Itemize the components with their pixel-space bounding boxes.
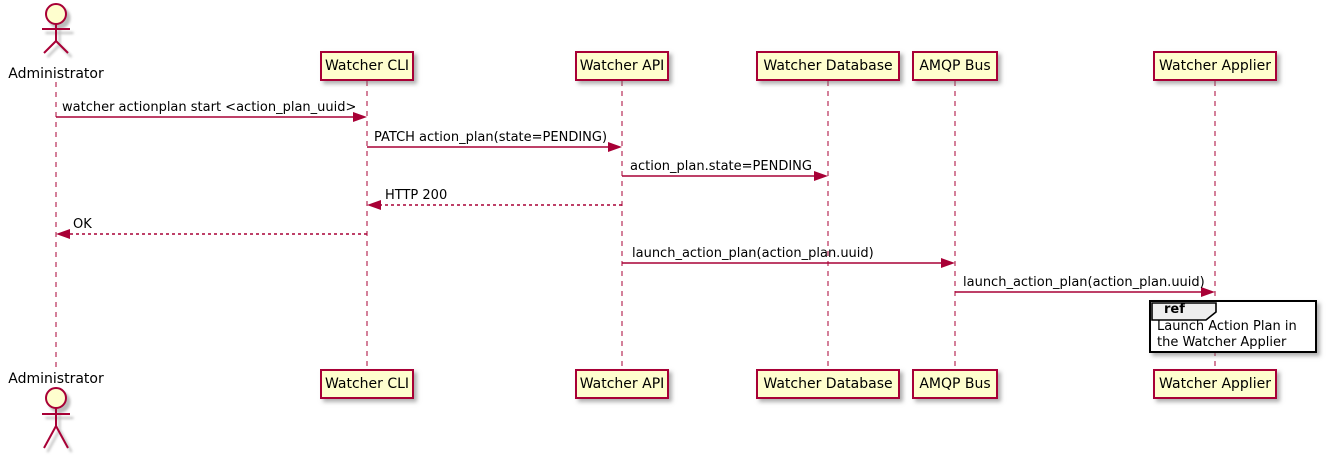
participant-top-watcher-applier: Watcher Applier (1153, 51, 1277, 81)
participant-top-watcher-cli: Watcher CLI (320, 51, 414, 81)
message-arrow-1 (56, 112, 367, 122)
message-arrow-2 (367, 142, 622, 152)
participant-bottom-watcher-database: Watcher Database (756, 369, 900, 399)
message-arrow-4 (367, 200, 622, 210)
message-label-3: action_plan.state=PENDING (630, 159, 812, 174)
lifelines (55, 81, 1216, 369)
ref-text: Launch Action Plan in the Watcher Applie… (1157, 319, 1297, 350)
message-arrow-7 (955, 287, 1215, 297)
participant-bottom-watcher-api: Watcher API (575, 369, 669, 399)
message-label-5: OK (73, 217, 92, 232)
participant-bottom-amqp-bus: AMQP Bus (912, 369, 998, 399)
participant-bottom-watcher-applier: Watcher Applier (1153, 369, 1277, 399)
actor-label-bottom: Administrator (8, 371, 104, 387)
message-label-6: launch_action_plan(action_plan.uuid) (632, 246, 874, 261)
ref-fragment: ref Launch Action Plan in the Watcher Ap… (1149, 300, 1317, 353)
actor-icon-top (42, 3, 70, 54)
participant-top-amqp-bus: AMQP Bus (912, 51, 998, 81)
participant-top-watcher-database: Watcher Database (756, 51, 900, 81)
message-arrow-6 (622, 258, 955, 268)
participant-top-watcher-api: Watcher API (575, 51, 669, 81)
message-label-7: launch_action_plan(action_plan.uuid) (963, 275, 1205, 290)
message-arrow-5 (56, 229, 367, 239)
ref-label: ref (1164, 302, 1185, 317)
message-arrows (56, 112, 1215, 297)
message-arrow-3 (622, 171, 828, 181)
actor-label-top: Administrator (8, 66, 104, 82)
ref-tab-shape (1151, 302, 1217, 321)
message-label-1: watcher actionplan start <action_plan_uu… (62, 100, 357, 115)
participant-bottom-watcher-cli: Watcher CLI (320, 369, 414, 399)
message-label-4: HTTP 200 (385, 188, 448, 203)
actor-icon-bottom (42, 387, 70, 449)
message-label-2: PATCH action_plan(state=PENDING) (374, 130, 608, 145)
